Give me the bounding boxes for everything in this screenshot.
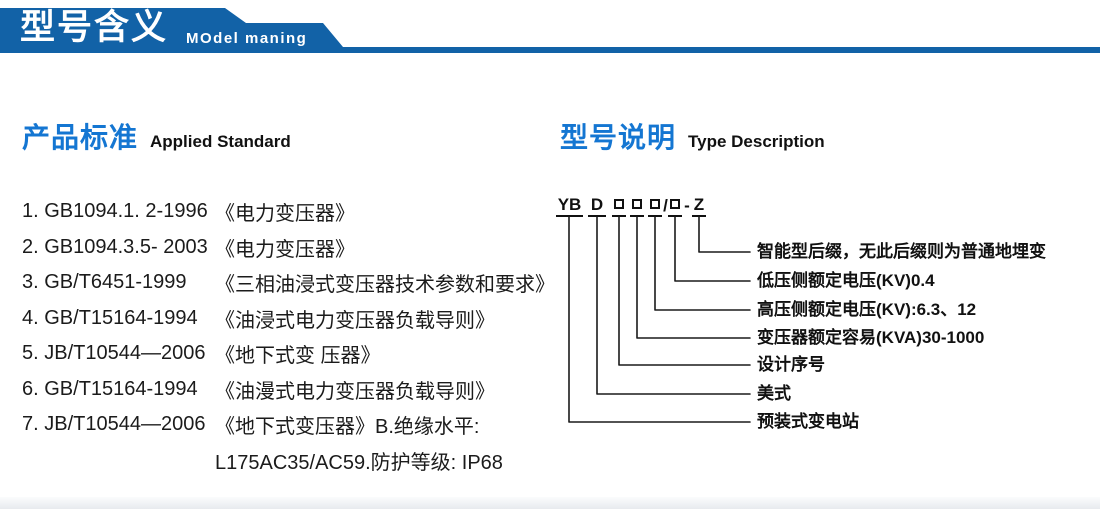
diagram-label-lv-rated-voltage: 低压侧额定电压(KV)0.4 [757, 271, 935, 290]
standard-code: 5. JB/T10544—2006 [22, 342, 206, 365]
page-title: 型号含义 [20, 8, 169, 47]
standard-item: 5. JB/T10544—2006 《地下式变 压器》 [22, 336, 555, 372]
applied-standard-heading-zh: 产品标准 [22, 122, 139, 153]
standard-title: 《油浸式电力变压器负载导则》 [215, 309, 495, 332]
standard-item: 2. GB1094.3.5- 2003 《电力变压器》 [22, 230, 555, 266]
standard-item: 3. GB/T6451-1999 《三相油浸式变压器技术参数和要求》 [22, 265, 555, 301]
standard-item-continuation: L175AC35/AC59.防护等级: IP68 [22, 443, 555, 479]
applied-standard-heading: 产品标准 Applied Standard [22, 116, 291, 156]
standard-code: 3. GB/T6451-1999 [22, 271, 187, 294]
code-slash: / [663, 195, 668, 215]
standard-title: 《电力变压器》 [215, 238, 355, 261]
standard-item: 6. GB/T15164-1994 《油漫式电力变压器负载导则》 [22, 372, 555, 408]
code-placeholder-box [648, 194, 662, 217]
type-description-heading-en: Type Description [688, 132, 825, 151]
code-type-letter: D [588, 194, 606, 217]
standard-code: 2. GB1094.3.5- 2003 [22, 235, 208, 258]
box-icon [670, 198, 680, 209]
diagram-label-design-serial: 设计序号 [757, 355, 825, 374]
type-description-heading-zh: 型号说明 [560, 122, 677, 153]
diagram-label-american-style: 美式 [757, 384, 791, 403]
standard-title: 《油漫式电力变压器负载导则》 [215, 380, 495, 403]
diagram-label-prefab-substation: 预装式变电站 [757, 412, 859, 431]
standard-item: 7. JB/T10544—2006 《地下式变压器》B.绝缘水平: [22, 407, 555, 443]
standard-continuation-text: L175AC35/AC59.防护等级: IP68 [215, 451, 503, 474]
standard-title: 《三相油浸式变压器技术参数和要求》 [215, 274, 555, 297]
code-dash: - [684, 195, 690, 215]
standard-item: 1. GB1094.1. 2-1996 《电力变压器》 [22, 194, 555, 230]
diagram-label-rated-capacity: 变压器额定容易(KVA)30-1000 [757, 328, 985, 347]
model-code-diagram: YB D / - Z 智能型后缀，无此后缀则为普通地埋变 低压侧额定电压(KV)… [555, 190, 1100, 455]
standard-title: 《电力变压器》 [215, 203, 355, 226]
box-icon [614, 198, 624, 209]
standard-title: 《地下式变 压器》 [215, 345, 381, 368]
connector-lines [568, 216, 751, 423]
code-suffix: Z [692, 194, 706, 217]
standard-code: 7. JB/T10544—2006 [22, 413, 206, 436]
code-prefix: YB [556, 194, 583, 217]
diagram-label-hv-rated-voltage: 高压侧额定电压(KV):6.3、12 [757, 300, 977, 319]
code-placeholder-box [668, 194, 682, 217]
code-placeholder-box [612, 194, 626, 217]
standard-title: 《地下式变压器》B.绝缘水平: [215, 416, 480, 439]
standards-list: 1. GB1094.1. 2-1996 《电力变压器》 2. GB1094.3.… [22, 194, 555, 478]
box-icon [632, 198, 642, 209]
page-subtitle: MOdel maning [186, 30, 308, 47]
box-icon [650, 198, 660, 209]
bottom-gradient-bar [0, 497, 1100, 509]
diagram-label-smart-suffix: 智能型后缀，无此后缀则为普通地埋变 [757, 242, 1046, 261]
standard-item: 4. GB/T15164-1994 《油浸式电力变压器负载导则》 [22, 301, 555, 337]
standard-code: 1. GB1094.1. 2-1996 [22, 200, 208, 223]
standard-code: 6. GB/T15164-1994 [22, 377, 198, 400]
standard-code: 4. GB/T15164-1994 [22, 306, 198, 329]
type-description-heading: 型号说明 Type Description [560, 116, 825, 156]
applied-standard-heading-en: Applied Standard [150, 132, 291, 151]
code-placeholder-box [630, 194, 644, 217]
